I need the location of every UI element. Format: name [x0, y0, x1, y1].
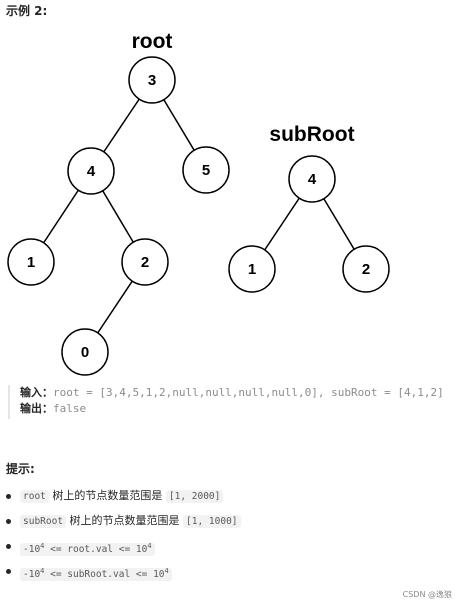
io-block: 输入：root = [3,4,5,1,2,null,null,null,null… — [8, 385, 470, 419]
tree-node-2: 2 — [121, 238, 169, 286]
subroot-node-4: 4 — [288, 155, 336, 203]
tree-node-4: 4 — [67, 147, 115, 195]
output-line: 输出：false — [20, 401, 470, 417]
input-label: 输入： — [20, 386, 53, 399]
inline-code: -104 <= subRoot.val <= 104 — [20, 567, 172, 582]
svg-text:2: 2 — [362, 261, 370, 278]
subroot-tree-label: subRoot — [269, 123, 354, 146]
svg-text:1: 1 — [248, 261, 256, 278]
subroot-node-2: 2 — [342, 245, 390, 293]
subroot-node-1: 1 — [228, 245, 276, 293]
list-item: subRoot 树上的节点数量范围是 [1, 1000] — [6, 511, 466, 536]
hint-text: 树上的节点数量范围是 — [48, 489, 166, 502]
tree-node-5: 5 — [182, 146, 230, 194]
output-value: false — [53, 402, 87, 415]
tree-node-0: 0 — [61, 328, 109, 376]
input-value: root = [3,4,5,1,2,null,null,null,null,0]… — [53, 386, 444, 399]
output-label: 输出： — [20, 402, 53, 415]
inline-code: subRoot — [20, 515, 67, 528]
tree-diagram: root subRoot 3 4 5 1 2 0 4 — [7, 30, 390, 376]
tree-edges — [30, 79, 367, 353]
root-tree-label: root — [132, 30, 173, 53]
watermark: CSDN @逸狼 — [402, 590, 452, 599]
list-item: root 树上的节点数量范围是 [1, 2000] — [6, 486, 466, 511]
list-item: -104 <= root.val <= 104 — [6, 536, 466, 561]
tree-node-3: 3 — [128, 56, 176, 104]
svg-text:2: 2 — [141, 254, 149, 271]
list-item: -104 <= subRoot.val <= 104 — [6, 561, 466, 586]
svg-text:3: 3 — [148, 72, 156, 89]
inline-code: -104 <= root.val <= 104 — [20, 542, 155, 557]
inline-code: [1, 2000] — [165, 490, 224, 503]
inline-code: [1, 1000] — [183, 515, 241, 528]
svg-text:5: 5 — [202, 162, 210, 179]
input-line: 输入：root = [3,4,5,1,2,null,null,null,null… — [20, 385, 470, 401]
svg-text:1: 1 — [27, 254, 35, 271]
svg-text:4: 4 — [87, 163, 96, 180]
inline-code: root — [20, 490, 49, 503]
hints-title: 提示: — [6, 462, 35, 476]
svg-text:0: 0 — [81, 344, 89, 361]
svg-text:4: 4 — [308, 171, 317, 188]
hints-list: root 树上的节点数量范围是 [1, 2000] subRoot 树上的节点数… — [6, 486, 466, 586]
example-heading: 示例 2: — [6, 4, 48, 18]
hint-text: 树上的节点数量范围是 — [66, 514, 184, 527]
tree-node-1: 1 — [7, 238, 55, 286]
